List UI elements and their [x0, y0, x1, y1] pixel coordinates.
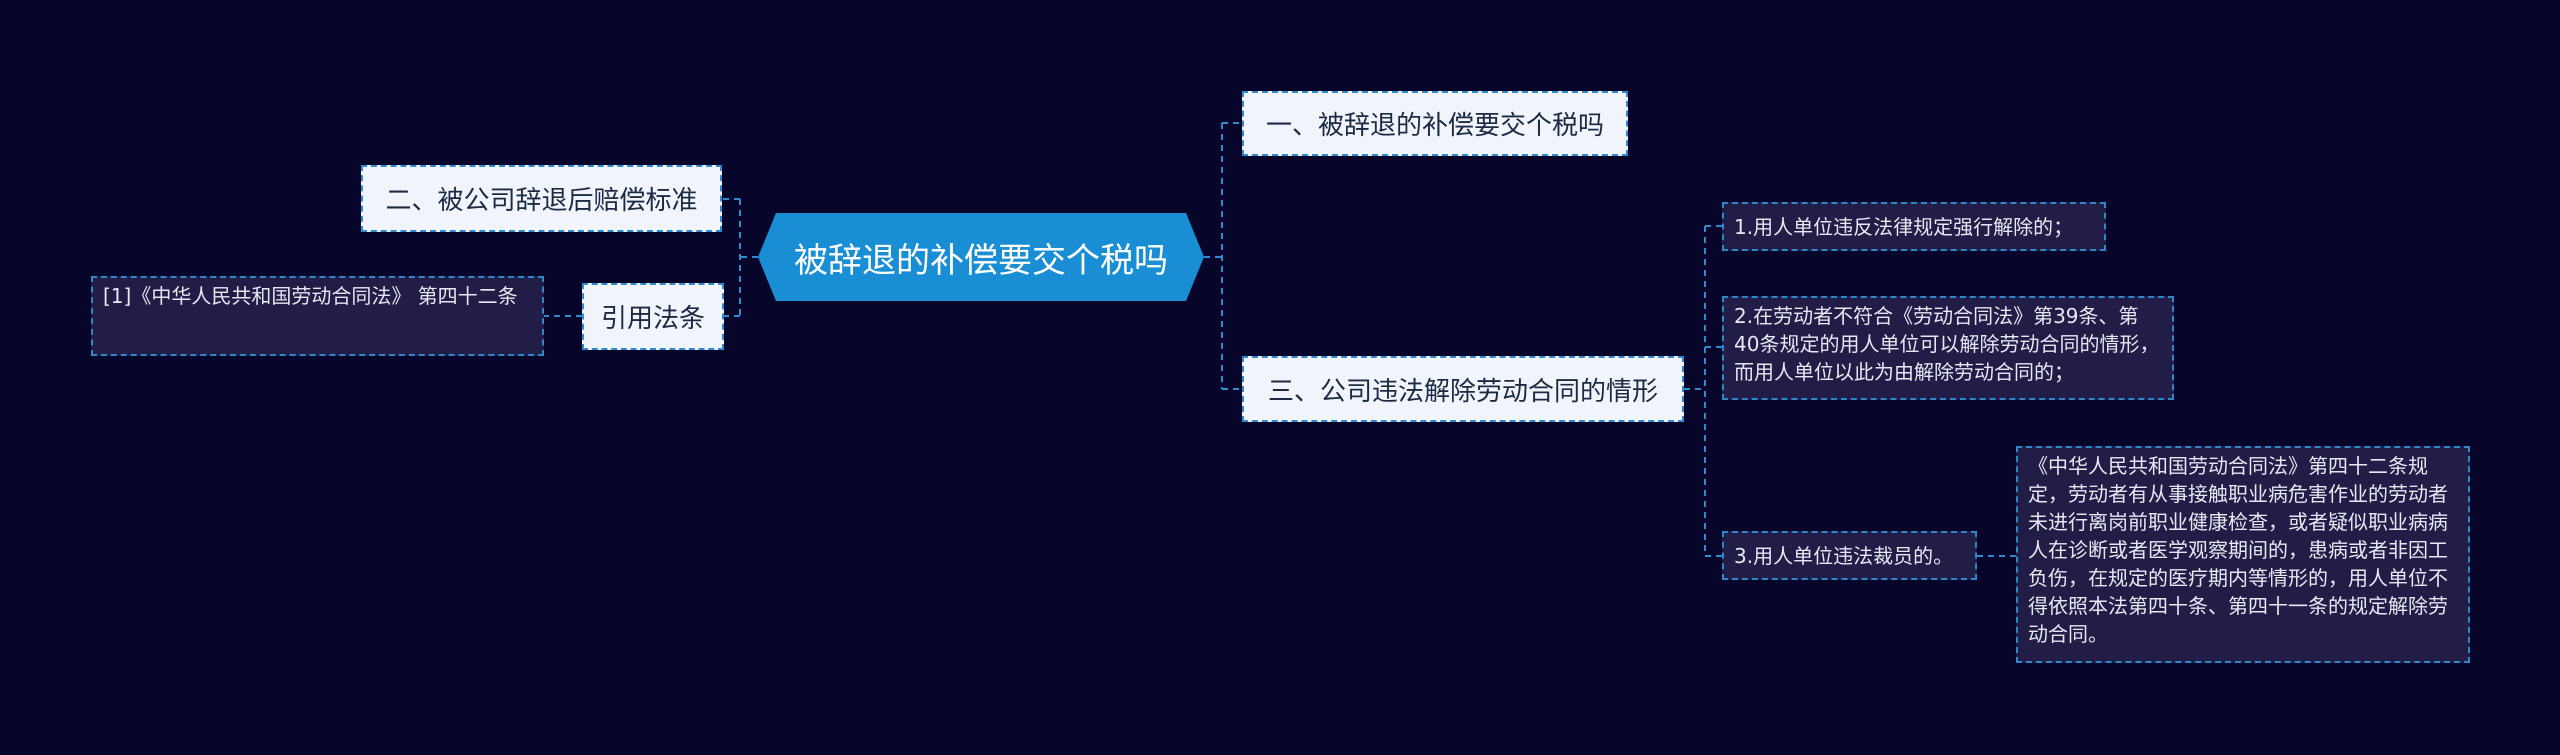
branch-compensation-tax-text: 一、被辞退的补偿要交个税吗: [1265, 111, 1604, 141]
leaf-law-citation-text: [1]《中华人民共和国劳动合同法》 第四十二条: [103, 284, 518, 308]
branch-dismissal-compensation[interactable]: 二、被公司辞退后赔偿标准: [361, 165, 722, 232]
branch-illegal-termination[interactable]: 三、公司违法解除劳动合同的情形: [1242, 356, 1684, 422]
branch-cited-law-text: 引用法条: [600, 304, 705, 334]
leaf-law-citation[interactable]: [1]《中华人民共和国劳动合同法》 第四十二条: [91, 276, 544, 356]
leaf-illegal-layoff-text: 3.用人单位违法裁员的。: [1734, 543, 1954, 568]
leaf-article-42-text: 《中华人民共和国劳动合同法》第四十二条规定，劳动者有从事接触职业病危害作业的劳动…: [2028, 454, 2448, 646]
leaf-article-39-40-text: 2.在劳动者不符合《劳动合同法》第39条、第40条规定的用人单位可以解除劳动合同…: [1734, 304, 2160, 384]
leaf-article-42-text-block[interactable]: 《中华人民共和国劳动合同法》第四十二条规定，劳动者有从事接触职业病危害作业的劳动…: [2016, 446, 2470, 663]
branch-compensation-tax[interactable]: 一、被辞退的补偿要交个税吗: [1242, 91, 1628, 156]
leaf-article-39-40[interactable]: 2.在劳动者不符合《劳动合同法》第39条、第40条规定的用人单位可以解除劳动合同…: [1722, 296, 2174, 400]
leaf-forced-termination-text: 1.用人单位违反法律规定强行解除的；: [1734, 214, 2074, 239]
branch-illegal-termination-text: 三、公司违法解除劳动合同的情形: [1267, 376, 1658, 407]
leaf-illegal-layoff[interactable]: 3.用人单位违法裁员的。: [1722, 531, 1977, 580]
root-node-text: 被辞退的补偿要交个税吗: [794, 240, 1168, 281]
leaf-forced-termination[interactable]: 1.用人单位违反法律规定强行解除的；: [1722, 202, 2106, 251]
branch-cited-law[interactable]: 引用法条: [582, 283, 724, 350]
root-node[interactable]: 被辞退的补偿要交个税吗: [758, 213, 1204, 301]
branch-dismissal-compensation-text: 二、被公司辞退后赔偿标准: [385, 186, 698, 216]
